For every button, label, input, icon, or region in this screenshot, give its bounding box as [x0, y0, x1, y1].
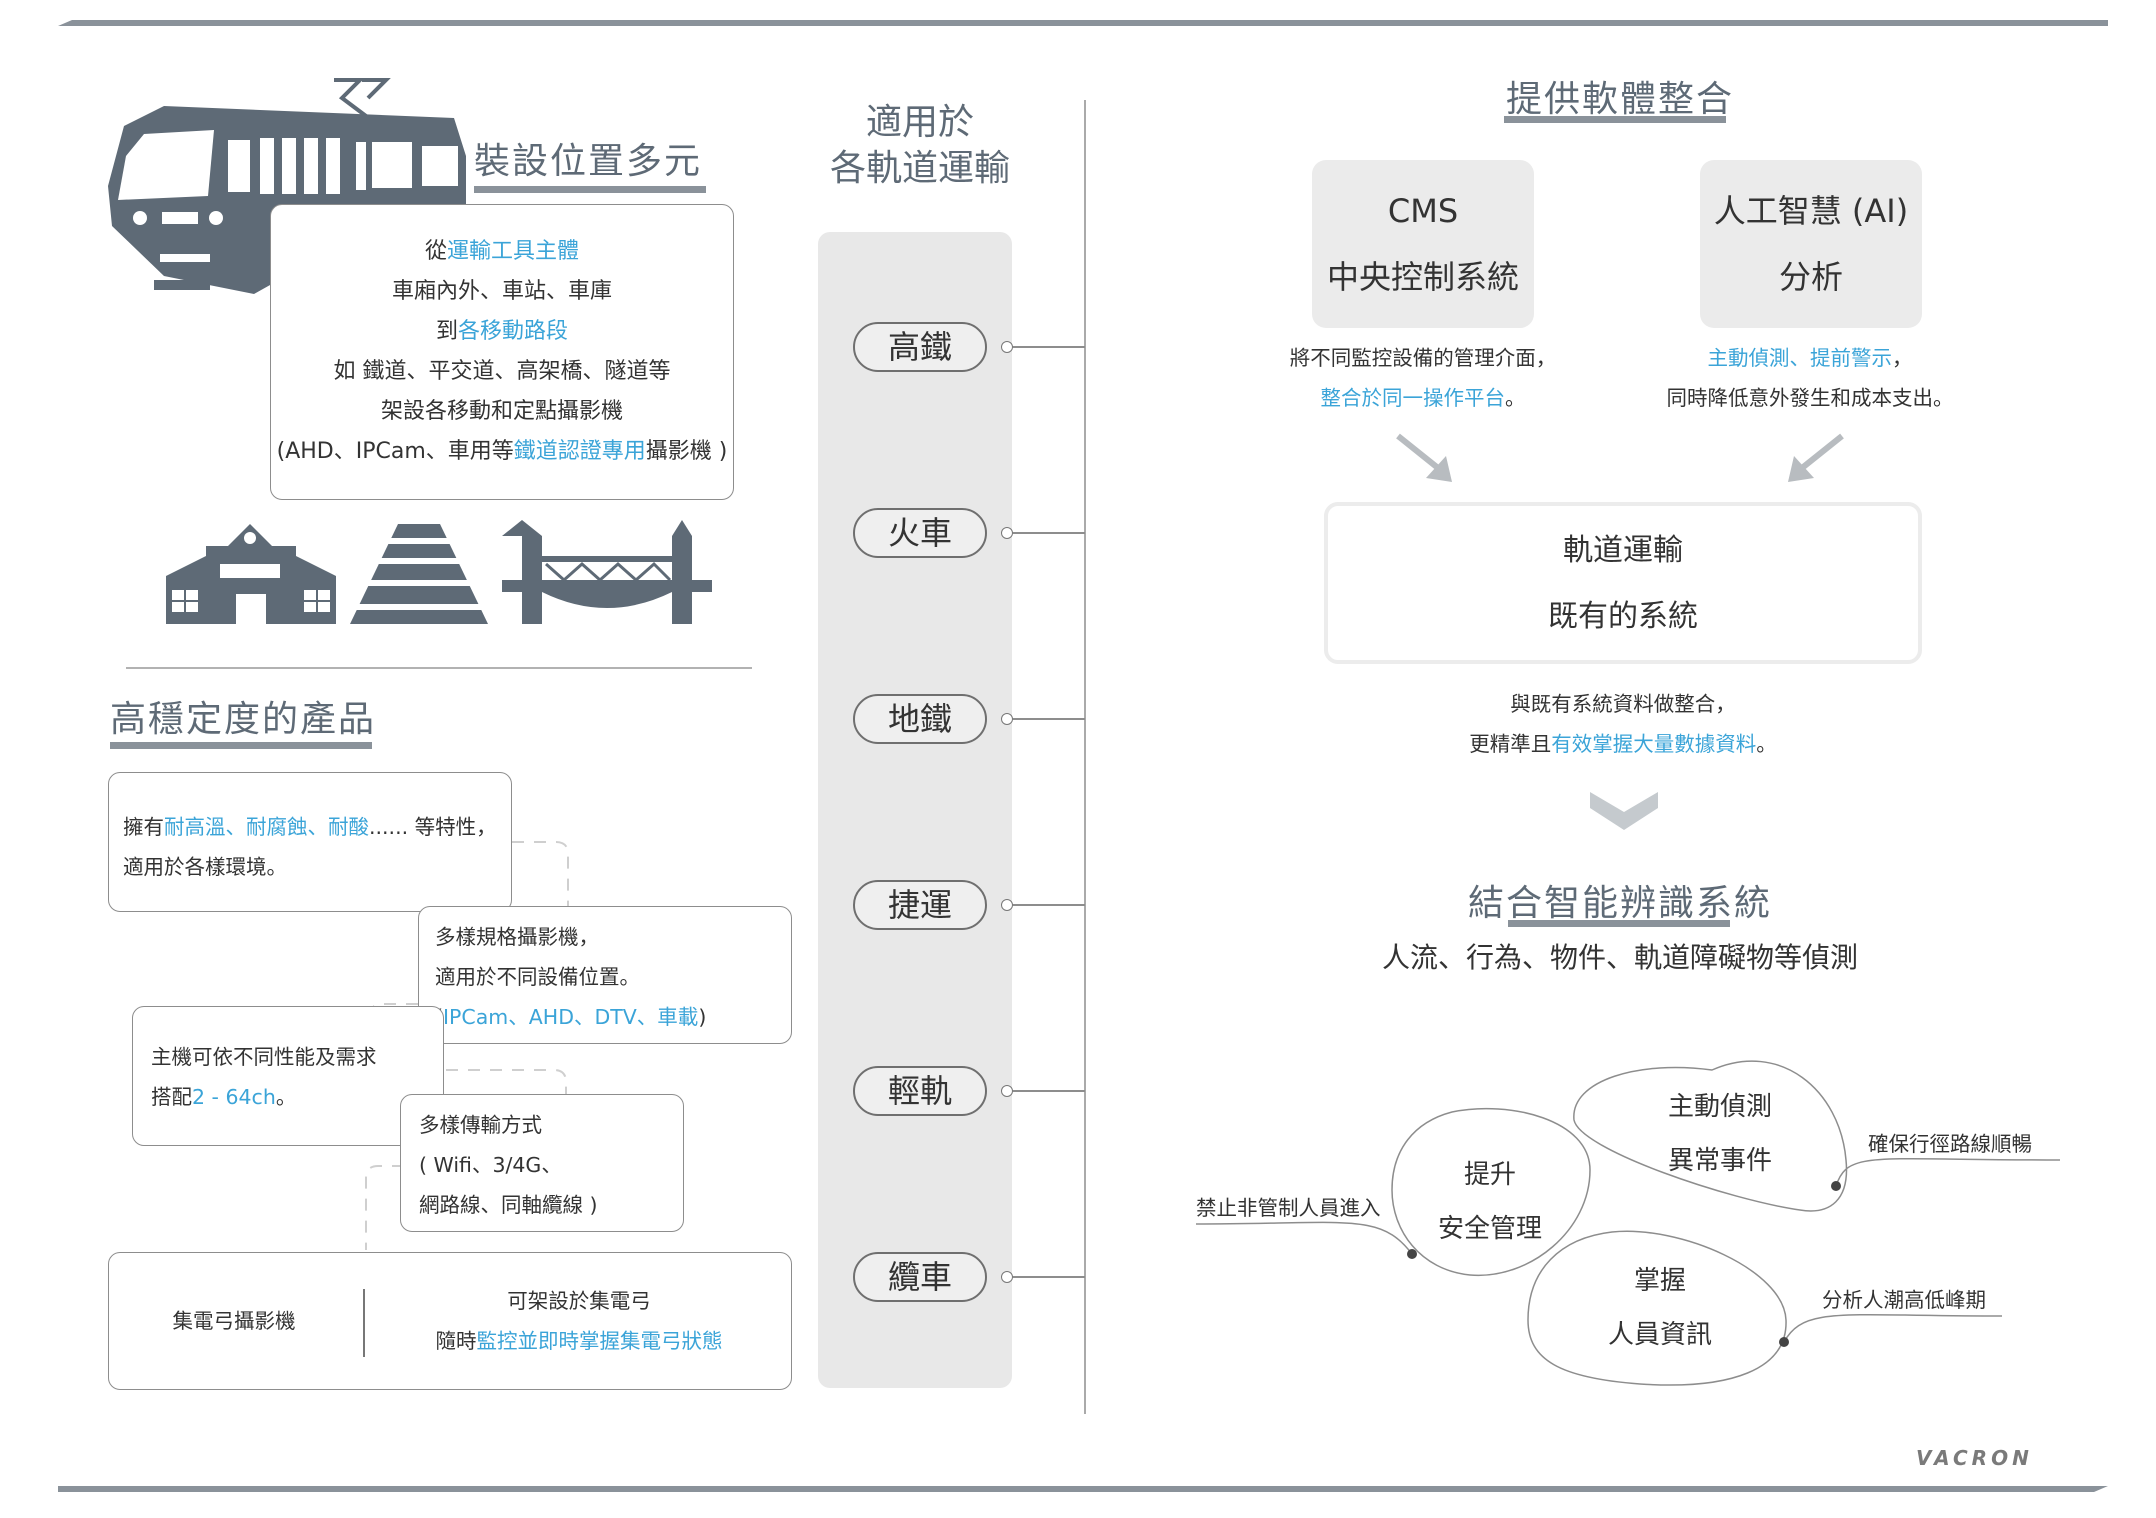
- smart-subtitle: 人流、行為、物件、軌道障礙物等偵測: [1381, 941, 1858, 974]
- rail-item-train: 火車: [853, 508, 987, 558]
- rail-item-cable-car: 纜車: [853, 1252, 987, 1302]
- cms-desc: 將不同監控設備的管理介面， 整合於同一操作平台。: [1240, 338, 1606, 418]
- bridge-icon: [502, 520, 712, 624]
- blob-people-label: 掌握 人員資訊: [1570, 1254, 1750, 1362]
- host-channels-line-1: 主機可依不同性能及需求: [151, 1045, 377, 1069]
- integration-desc: 與既有系統資料做整合， 更精準且有效掌握大量數據資料。: [1400, 684, 1846, 764]
- install-line-6: (AHD、IPCam、車用等鐵道認證專用攝影機 ): [276, 439, 728, 464]
- install-line-2: 車廂內外、車站、車庫: [391, 279, 612, 304]
- install-title: 裝設位置多元: [474, 141, 703, 182]
- rail-item-mrt-dot: [1001, 899, 1013, 911]
- camera-specs-box: 多樣規格攝影機， 適用於不同設備位置。 (IPCam、AHD、DTV、車載): [418, 906, 792, 1044]
- rail-item-train-connector: [1013, 532, 1085, 534]
- rail-item-mrt-connector: [1013, 904, 1085, 906]
- rail-types-title: 適用於 各軌道運輸: [810, 100, 1030, 192]
- blob-safety-line-1: 提升: [1463, 1160, 1516, 1190]
- rail-item-mrt: 捷運: [853, 880, 987, 930]
- install-line-1: 從運輸工具主體: [424, 239, 580, 264]
- rail-item-cable-car-connector: [1013, 1276, 1085, 1278]
- rail-item-subway-connector: [1013, 718, 1085, 720]
- ai-desc: 主動偵測、提前警示， 同時降低意外發生和成本支出。: [1610, 338, 2010, 418]
- heat-resistant-line-1: 擁有耐高溫、耐腐蝕、耐酸...... 等特性，: [123, 815, 497, 839]
- software-title: 提供軟體整合: [1505, 79, 1734, 120]
- blob-detect-line-1: 主動偵測: [1667, 1092, 1772, 1122]
- rail-item-hsr-connector: [1013, 346, 1085, 348]
- ai-box: 人工智慧 (AI) 分析: [1700, 160, 1922, 328]
- label-peak-analysis: 分析人潮高低峰期: [1822, 1288, 1986, 1312]
- existing-system-line-1: 軌道運輸: [1563, 533, 1683, 568]
- rail-item-hsr-dot: [1001, 341, 1013, 353]
- transmission-line-2: ( Wifi、3/4G、: [419, 1153, 562, 1177]
- blob-people-outline: [1527, 1230, 1787, 1386]
- rail-item-light-rail: 輕軌: [853, 1066, 987, 1116]
- rail-item-light-rail-connector: [1013, 1090, 1085, 1092]
- smart-title: 結合智能辨識系統: [1467, 883, 1772, 924]
- ai-box-line-2: 分析: [1778, 258, 1843, 296]
- arrow-down-left-icon: [1788, 433, 1844, 482]
- rail-item-light-rail-dot: [1001, 1085, 1013, 1097]
- ai-desc-line-1: 主動偵測、提前警示，: [1707, 346, 1913, 370]
- blob-people-line-1: 掌握: [1633, 1266, 1686, 1296]
- cms-box-line-2: 中央控制系統: [1326, 258, 1519, 296]
- cms-desc-line-1: 將不同監控設備的管理介面，: [1289, 346, 1557, 370]
- rail-item-cable-car-dot: [1001, 1271, 1013, 1283]
- blob-safety-label: 提升 安全管理: [1400, 1148, 1580, 1256]
- install-line-3: 到各移動路段: [435, 319, 569, 344]
- chevron-down-icon: [1590, 792, 1658, 830]
- cms-box: CMS 中央控制系統: [1312, 160, 1534, 328]
- pantograph-desc-line-2: 隨時監控並即時掌握集電弓狀態: [435, 1329, 723, 1353]
- railway-track-icon: [350, 524, 488, 624]
- transmission-line-3: 網路線、同軸纜線 ): [419, 1193, 598, 1217]
- pantograph-divider: [363, 1289, 365, 1357]
- rail-item-subway-dot: [1001, 713, 1013, 725]
- blob-detect-label: 主動偵測 異常事件: [1630, 1080, 1810, 1188]
- integration-desc-line-2: 更精準且有效掌握大量數據資料。: [1469, 732, 1777, 756]
- heat-resistant-box: 擁有耐高溫、耐腐蝕、耐酸...... 等特性， 適用於各樣環境。: [108, 772, 512, 912]
- rail-item-subway: 地鐵: [853, 694, 987, 744]
- ai-desc-line-2: 同時降低意外發生和成本支出。: [1666, 386, 1954, 410]
- label-route-smooth: 確保行徑路線順暢: [1868, 1132, 2032, 1156]
- transmission-box: 多樣傳輸方式 ( Wifi、3/4G、 網路線、同軸纜線 ): [400, 1094, 684, 1232]
- install-line-5: 架設各移動和定點攝影機: [380, 399, 623, 424]
- smart-title-underline: [1508, 920, 1730, 927]
- install-box: 從運輸工具主體 車廂內外、車站、車庫 到各移動路段 如 鐵道、平交道、高架橋、隧…: [270, 204, 734, 500]
- rail-item-train-dot: [1001, 527, 1013, 539]
- camera-specs-line-2: 適用於不同設備位置。: [435, 965, 640, 989]
- heat-resistant-line-2: 適用於各樣環境。: [123, 855, 287, 879]
- rail-types-title-line-2: 各軌道運輸: [829, 148, 1010, 189]
- pantograph-box: 集電弓攝影機 可架設於集電弓 隨時監控並即時掌握集電弓狀態: [108, 1252, 792, 1390]
- pantograph-camera-label: 集電弓攝影機: [172, 1309, 296, 1333]
- cms-box-line-1: CMS: [1387, 192, 1459, 230]
- blob-safety-line-2: 安全管理: [1437, 1214, 1542, 1244]
- blob-detect-line-2: 異常事件: [1667, 1146, 1772, 1176]
- stability-title-underline: [110, 742, 372, 749]
- pantograph-desc: 可架設於集電弓 隨時監控並即時掌握集電弓狀態: [367, 1281, 791, 1361]
- existing-system-line-2: 既有的系統: [1548, 599, 1698, 634]
- station-icon: [166, 524, 336, 624]
- rail-types-title-line-1: 適用於: [865, 102, 974, 143]
- rail-item-hsr: 高鐵: [853, 322, 987, 372]
- brand-logo: VACRON: [1916, 1446, 2033, 1470]
- label-no-unauthorized: 禁止非管制人員進入: [1196, 1196, 1381, 1220]
- arrow-down-right-icon: [1396, 433, 1452, 482]
- stability-title: 高穩定度的產品: [110, 699, 377, 740]
- rail-types-panel: [818, 232, 1012, 1388]
- integration-desc-line-1: 與既有系統資料做整合，: [1510, 692, 1736, 716]
- blob-safety-outline: [1391, 1107, 1591, 1277]
- cms-desc-line-2: 整合於同一操作平台。: [1320, 386, 1526, 410]
- pantograph-desc-line-1: 可架設於集電弓: [507, 1289, 651, 1313]
- ai-box-line-1: 人工智慧 (AI): [1713, 192, 1909, 230]
- camera-specs-line-1: 多樣規格攝影機，: [435, 925, 599, 949]
- install-title-underline: [474, 186, 706, 193]
- host-channels-box: 主機可依不同性能及需求 搭配2 - 64ch。: [132, 1006, 444, 1146]
- transmission-line-1: 多樣傳輸方式: [419, 1113, 542, 1137]
- blob-people-line-2: 人員資訊: [1607, 1320, 1712, 1350]
- blob-detect-outline: [1573, 1060, 1848, 1212]
- existing-system-box: 軌道運輸 既有的系統: [1324, 502, 1922, 664]
- host-channels-line-2: 搭配2 - 64ch。: [151, 1085, 297, 1109]
- install-line-4: 如 鐵道、平交道、高架橋、隧道等: [333, 359, 671, 384]
- software-title-underline: [1504, 116, 1726, 123]
